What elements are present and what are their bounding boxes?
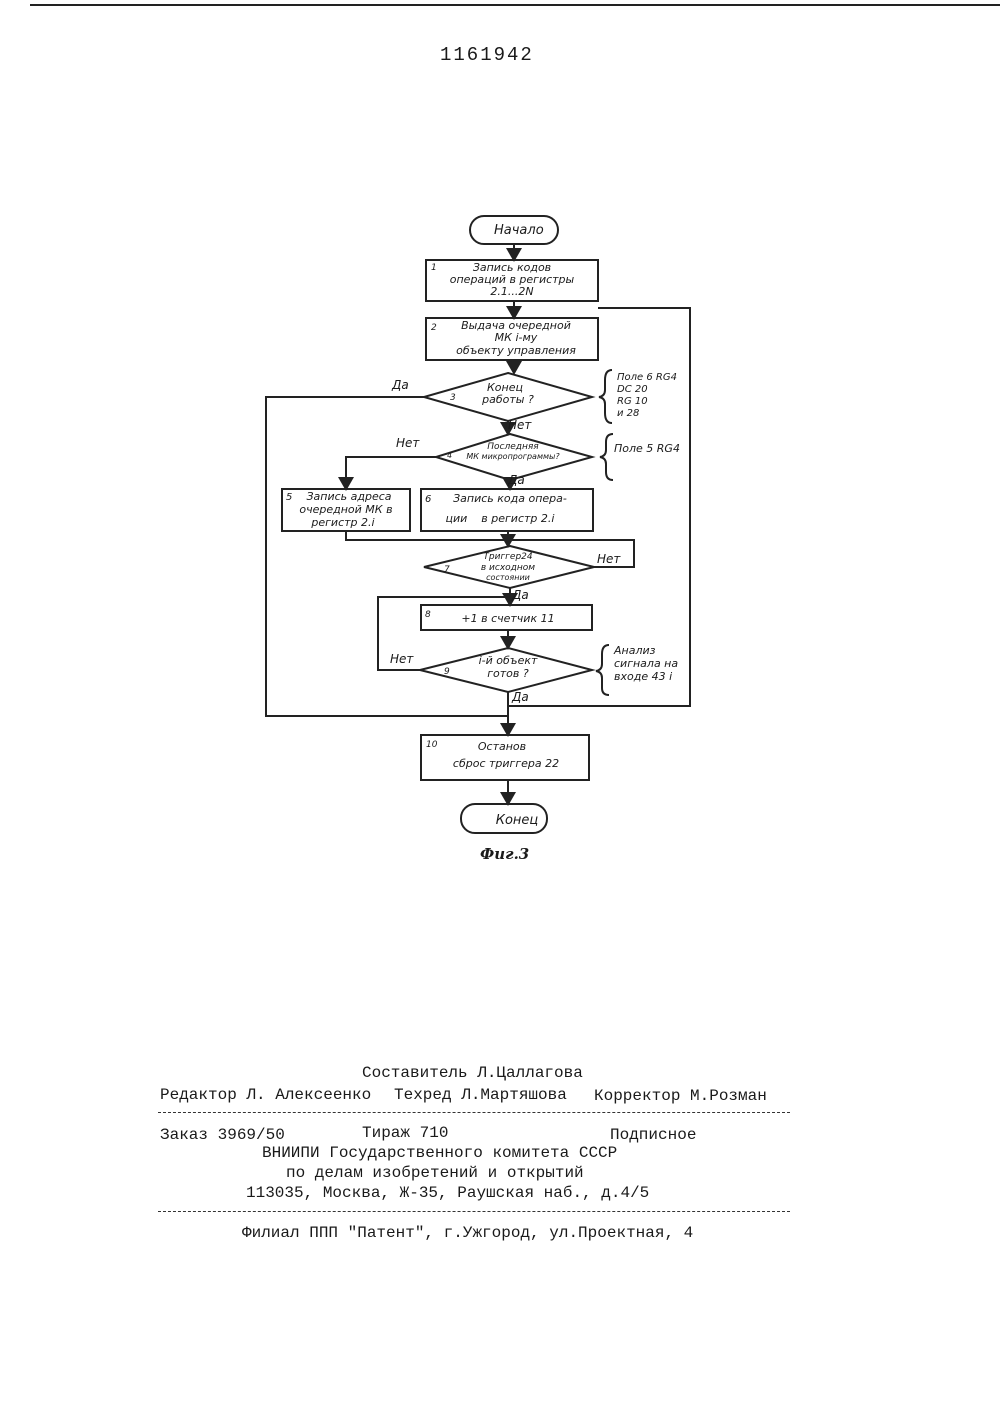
flowchart: Начало Конец 1 Запись кодов операций в р…	[0, 0, 1000, 900]
start-label: Начало	[494, 223, 544, 238]
order-line: Заказ 3969/50	[160, 1126, 285, 1144]
label-yes-step7: Да	[511, 588, 529, 602]
step4-number: 4	[447, 451, 452, 460]
label-no-step3: Нет	[508, 418, 532, 432]
step2-number: 2	[431, 323, 437, 333]
label-yes-step3: Да	[391, 378, 409, 392]
step7-number: 7	[444, 565, 450, 575]
corrector-line: Корректор М.Розман	[594, 1087, 767, 1105]
brace-step4	[600, 434, 613, 480]
compiler-line: Составитель Л.Цаллагова	[362, 1064, 583, 1082]
note9-line2: сигнала на	[614, 657, 678, 670]
note3-line1: Поле 6 RG4	[617, 372, 677, 383]
brace-step9	[596, 645, 609, 695]
step3-number: 3	[450, 393, 456, 403]
step9-number: 9	[444, 667, 450, 677]
label-no-step4: Нет	[396, 436, 420, 450]
note9-line1: Анализ	[613, 644, 656, 657]
label-yes-step4: Да	[507, 473, 525, 487]
step2-line2: МК i-му	[495, 331, 538, 344]
step10-line2: сброс триггера 22	[453, 757, 559, 770]
note3-line3: RG 10	[617, 396, 648, 407]
end-label: Конец	[496, 813, 539, 828]
brace-step3	[599, 370, 612, 423]
step9-line2: готов ?	[487, 667, 529, 680]
circulation-line: Тираж 710	[362, 1124, 448, 1142]
step10-line1: Останов	[478, 740, 526, 753]
note9-line3: входе 43 i	[614, 670, 672, 683]
branch-line: Филиал ППП "Патент", г.Ужгород, ул.Проек…	[242, 1224, 693, 1242]
step5-line1: Запись адреса	[306, 490, 391, 503]
editor-line: Редактор Л. Алексеенко	[160, 1086, 371, 1104]
org-line: ВНИИПИ Государственного комитета СССР	[262, 1144, 617, 1162]
step6-line2: ции в регистр 2.i	[446, 512, 555, 525]
step8-number: 8	[425, 610, 431, 620]
step4-line1: Последняя	[487, 442, 539, 452]
note4-line1: Поле 5 RG4	[614, 442, 680, 455]
figure-caption: Фиг.3	[480, 845, 529, 863]
step9-line1: i-й объект	[479, 654, 538, 667]
subscription-line: Подписное	[610, 1126, 696, 1144]
step3-line2: работы ?	[481, 393, 534, 406]
step7-line2: в исходном	[481, 563, 535, 573]
address-line: 113035, Москва, Ж-35, Раушская наб., д.4…	[246, 1184, 649, 1202]
step6-line1: Запись кода опера-	[453, 492, 567, 505]
label-no-step9: Нет	[390, 652, 414, 666]
step10-number: 10	[426, 740, 438, 750]
step1-number: 1	[431, 263, 437, 273]
step5-number: 5	[286, 492, 292, 503]
step5-line2: очередной МК в	[299, 503, 392, 516]
step7-line1: Триггер24	[483, 552, 532, 562]
rule-1	[158, 1112, 790, 1113]
org2-line: по делам изобретений и открытий	[286, 1164, 584, 1182]
note3-line4: и 28	[617, 408, 639, 419]
label-no-step7: Нет	[597, 552, 621, 566]
step6-number: 6	[425, 494, 431, 505]
step5-line3: регистр 2.i	[310, 516, 374, 529]
rule-2	[158, 1211, 790, 1212]
step2-line3: объекту управления	[456, 344, 576, 357]
step8-line1: +1 в счетчик 11	[461, 612, 554, 625]
step4-line2: МК микропрограммы?	[466, 452, 560, 461]
label-yes-step9: Да	[511, 690, 529, 704]
techred-line: Техред Л.Мартяшова	[394, 1086, 567, 1104]
step1-line3: 2.1...2N	[490, 285, 533, 298]
step7-line3: состоянии	[486, 573, 530, 582]
note3-line2: DC 20	[617, 384, 648, 395]
